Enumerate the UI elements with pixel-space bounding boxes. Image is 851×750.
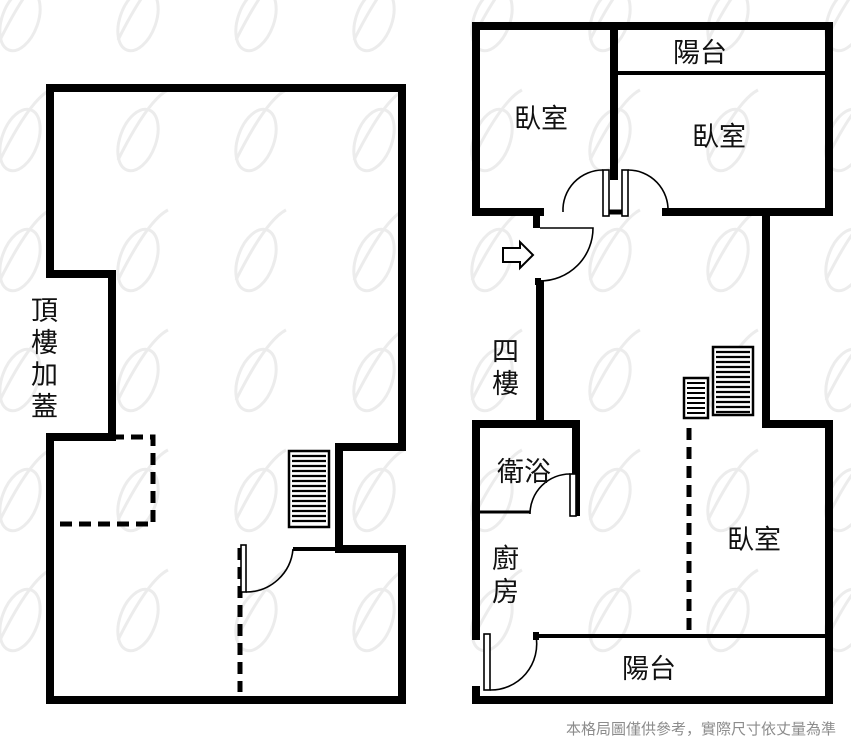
left-label-char-2: 樓 xyxy=(31,328,58,359)
bedroom-bottom-right-label: 臥室 xyxy=(727,525,781,556)
door-swing-icon xyxy=(562,169,669,217)
left-label-char-3: 加 xyxy=(31,360,58,391)
watermark-logo xyxy=(706,568,759,653)
watermark-logo xyxy=(234,448,287,533)
left-plan-outer-wall xyxy=(46,84,406,704)
watermark-logo xyxy=(706,208,759,293)
watermark-logo xyxy=(0,88,51,173)
left-label-char-1: 頂 xyxy=(31,296,58,327)
watermark-logo xyxy=(588,568,641,653)
floor-label-char-2: 樓 xyxy=(492,369,519,400)
bottom-block-right-wall xyxy=(472,420,833,704)
left-label-char-4: 蓋 xyxy=(31,392,58,423)
watermark-logo xyxy=(824,107,851,173)
right-plan: 臥室 陽台 臥室 四 樓 衛浴 廚 房 臥室 陽台 xyxy=(472,22,833,704)
kitchen-label-char-1: 廚 xyxy=(492,544,519,575)
watermark-logo xyxy=(0,0,42,53)
bedroom-top-left-label: 臥室 xyxy=(514,104,568,135)
bottom-block-outer-wall xyxy=(472,420,580,640)
watermark-logo xyxy=(234,208,287,293)
top-rooms-outer-wall xyxy=(472,22,833,216)
left-plan-label: 頂 樓 加 蓋 xyxy=(31,296,58,423)
watermark-logo xyxy=(824,347,851,413)
watermark-logo xyxy=(352,448,405,533)
watermark-logo xyxy=(706,88,759,173)
left-plan: 頂 樓 加 蓋 xyxy=(31,84,406,704)
watermark-logo xyxy=(0,448,51,533)
watermark-logo xyxy=(0,568,51,653)
bathroom-label: 衛浴 xyxy=(497,457,551,488)
balcony-bottom-label: 陽台 xyxy=(622,654,676,685)
kitchen-label-char-2: 房 xyxy=(492,577,519,608)
watermark-logo xyxy=(0,328,51,413)
door-swing-icon xyxy=(533,212,594,285)
watermark-logo xyxy=(234,0,278,53)
watermark-logo xyxy=(824,467,851,533)
watermark-logo xyxy=(352,0,396,53)
balcony-top-label: 陽台 xyxy=(673,38,727,69)
disclaimer-text: 本格局圖僅供參考，實際尺寸依丈量為準 xyxy=(566,720,836,738)
watermark-logo xyxy=(352,328,405,413)
watermark-logo xyxy=(824,587,851,653)
watermark-logo xyxy=(234,88,287,173)
watermark-logo xyxy=(588,328,641,413)
left-plan-dashed-area xyxy=(60,434,156,527)
watermark-logo xyxy=(588,208,641,293)
watermark-logo xyxy=(234,328,287,413)
staircase-icon xyxy=(711,345,755,417)
watermark-logo xyxy=(352,568,405,653)
watermark-logo xyxy=(824,227,851,293)
watermark-logo xyxy=(0,208,51,293)
watermark-logo xyxy=(116,568,169,653)
door-swing-icon xyxy=(240,544,339,593)
watermark-logo xyxy=(352,88,405,173)
door-swing-icon xyxy=(483,632,539,691)
floor-label-char-1: 四 xyxy=(492,337,519,368)
door-swing-icon xyxy=(529,473,577,517)
watermark-logo xyxy=(234,568,287,653)
watermark-logo xyxy=(588,448,641,533)
staircase-icon xyxy=(682,376,710,420)
watermark-logo xyxy=(116,208,169,293)
entrance-arrow-icon xyxy=(502,239,535,271)
watermark-pattern xyxy=(0,0,851,653)
watermark-logo xyxy=(116,0,160,53)
watermark-logo xyxy=(706,448,759,533)
bedroom-top-right-label: 臥室 xyxy=(692,122,746,153)
staircase-icon xyxy=(287,449,331,529)
watermark-logo xyxy=(116,328,169,413)
watermark-logo xyxy=(116,88,169,173)
watermark-logo xyxy=(116,448,169,533)
watermark-logo xyxy=(352,208,405,293)
watermark-logo xyxy=(470,328,523,413)
